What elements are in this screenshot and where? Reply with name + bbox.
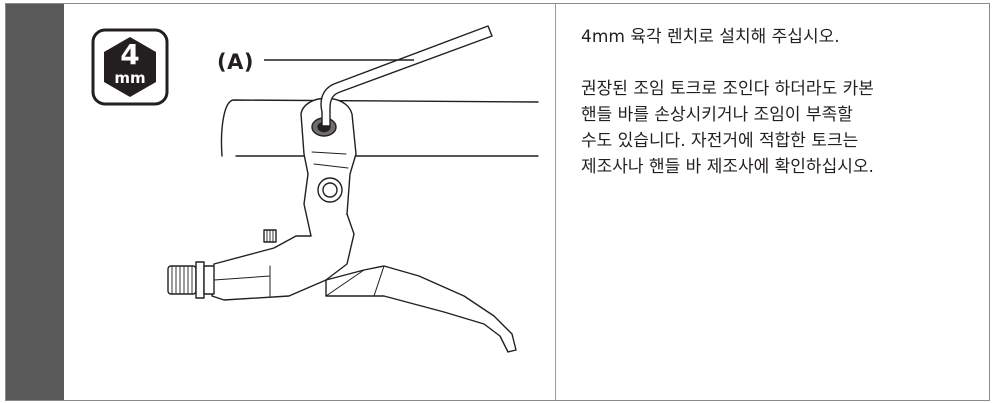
instructions-text: 4mm 육각 렌치로 설치해 주십시오. 권장된 조임 토크로 조인다 하더라도… bbox=[581, 24, 976, 180]
sidebar-bar bbox=[6, 4, 64, 400]
handlebar bbox=[220, 99, 539, 157]
hex-key-size-icon bbox=[91, 28, 169, 106]
lever-blade bbox=[325, 265, 517, 353]
warning-paragraph: 권장된 조임 토크로 조인다 하더라도 카본 핸들 바를 손상시키거나 조임이 … bbox=[581, 76, 976, 180]
warning-line-1: 권장된 조임 토크로 조인다 하더라도 카본 bbox=[581, 79, 874, 99]
lever-body bbox=[211, 213, 355, 301]
illustration-panel: 4 mm (A) bbox=[64, 4, 555, 400]
pivot-bolt bbox=[317, 177, 343, 203]
hex-wrench bbox=[320, 25, 493, 127]
badge-number: 4 bbox=[120, 38, 140, 71]
brake-lever-illustration bbox=[167, 25, 539, 353]
instruction-line: 4mm 육각 렌치로 설치해 주십시오. bbox=[581, 27, 840, 47]
badge-unit: mm bbox=[114, 69, 146, 87]
tool-size-badge: 4 mm bbox=[91, 28, 169, 106]
warning-line-4: 제조사나 핸들 바 제조사에 확인하십시오. bbox=[581, 157, 874, 177]
column-divider bbox=[555, 4, 556, 400]
warning-line-3: 수도 있습니다. 자전거에 적합한 토크는 bbox=[581, 131, 859, 151]
content-frame bbox=[5, 3, 990, 401]
warning-line-2: 핸들 바를 손상시키거나 조임이 부족할 bbox=[581, 105, 853, 125]
callout-label-a: (A) bbox=[217, 50, 254, 74]
